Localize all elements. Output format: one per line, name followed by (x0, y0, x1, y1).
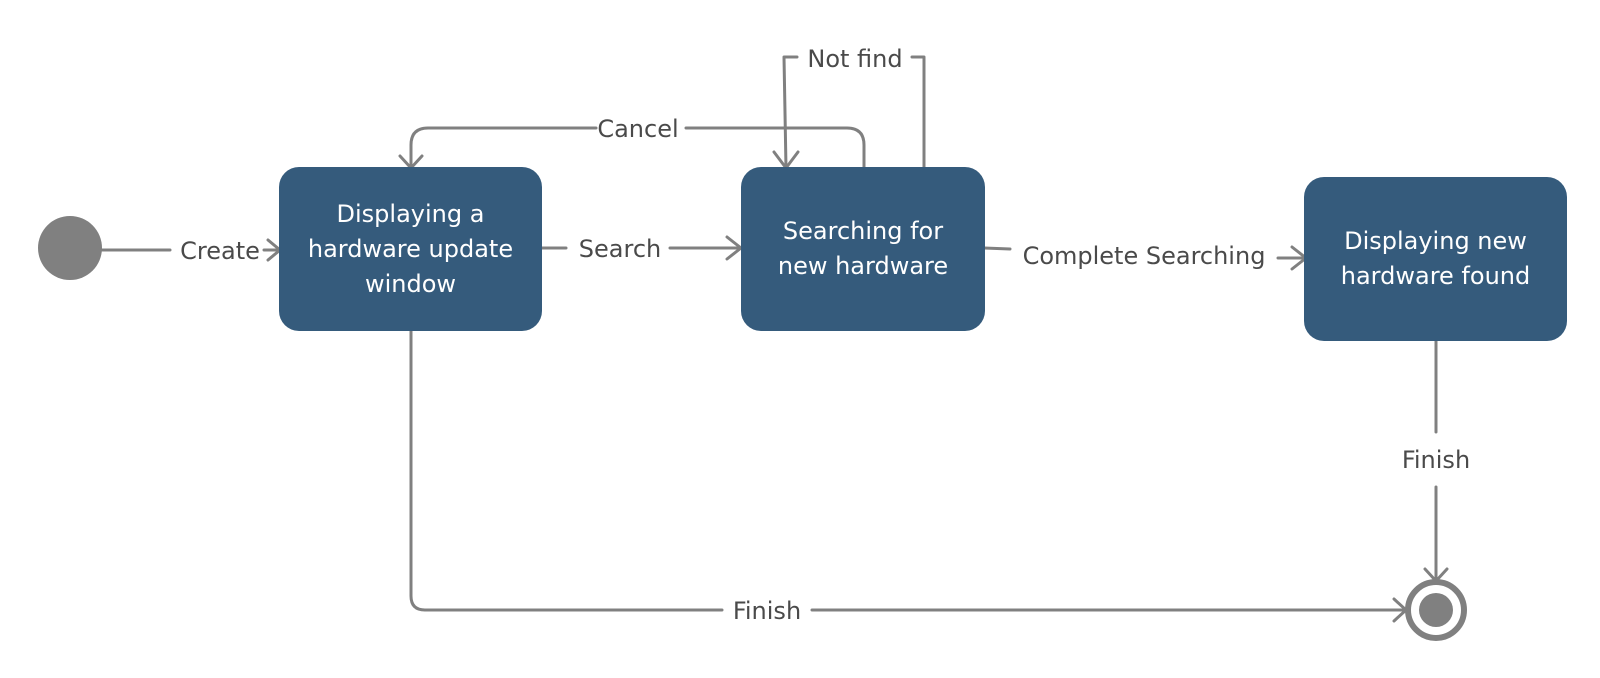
state-label: Displaying new hardware found (1340, 227, 1531, 290)
initial-node (38, 216, 102, 280)
state-label: Searching for new hardware (777, 217, 949, 280)
label-search: Search (579, 235, 661, 263)
state-displaying-hardware-update-window: Displaying a hardware update window (279, 167, 542, 331)
label-complete-searching: Complete Searching (1023, 242, 1266, 270)
state-label: Displaying a hardware update window (307, 199, 514, 298)
label-create: Create (180, 237, 260, 265)
label-finish-found: Finish (1402, 446, 1470, 474)
label-not-find: Not find (807, 45, 902, 73)
transition-not-find (772, 55, 926, 170)
label-cancel: Cancel (597, 115, 678, 143)
state-searching-for-new-hardware: Searching for new hardware (741, 167, 985, 331)
label-finish-update-window: Finish (733, 597, 801, 625)
transition-finish-update-window (409, 328, 1408, 623)
final-node (1405, 579, 1467, 641)
state-displaying-new-hardware-found: Displaying new hardware found (1304, 177, 1567, 341)
